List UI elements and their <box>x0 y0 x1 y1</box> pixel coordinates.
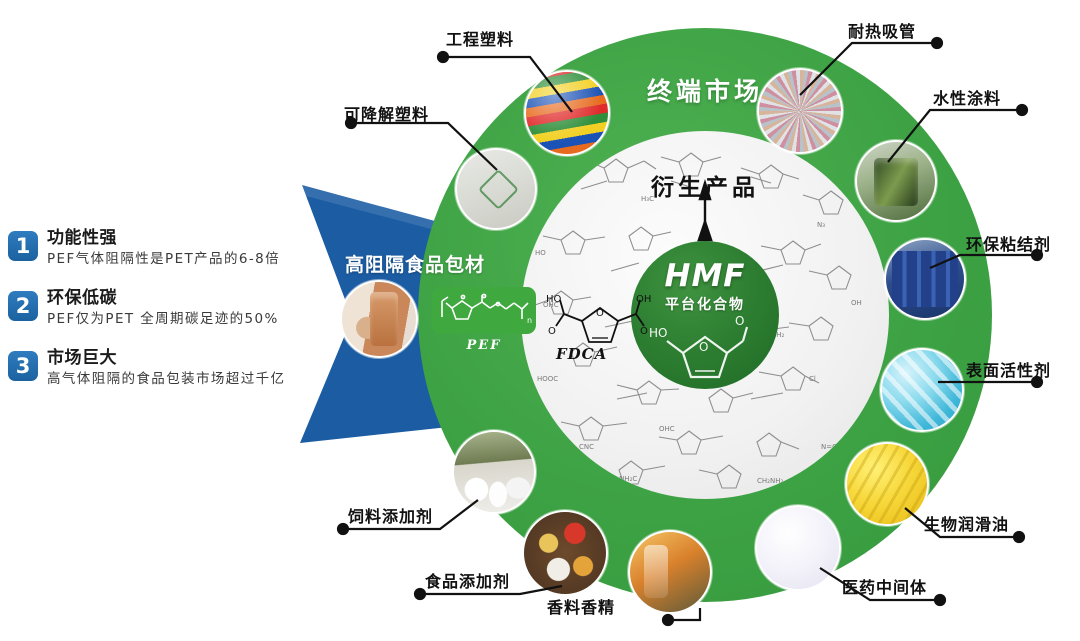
svg-text:O: O <box>640 326 648 337</box>
svg-text:O: O <box>735 314 744 328</box>
food-packaging-photo <box>340 280 418 358</box>
end-market-label: 终端市场 <box>646 77 763 106</box>
svg-text:HO: HO <box>535 249 546 257</box>
feature-item: 1 功能性强 PEF气体阻隔性是PET产品的6-8倍 <box>8 228 328 268</box>
fdca-label: FDCA <box>556 345 608 363</box>
svg-text:CNC: CNC <box>579 443 594 451</box>
bubble-food-additive <box>522 510 608 596</box>
bubble-bio-lubricant <box>845 442 929 526</box>
svg-text:OH: OH <box>851 299 862 307</box>
svg-text:NH₂: NH₂ <box>771 331 785 339</box>
svg-text:N₃: N₃ <box>817 221 825 229</box>
svg-text:Cl: Cl <box>809 375 816 383</box>
svg-text:O: O <box>596 308 604 319</box>
svg-text:HO: HO <box>649 326 667 340</box>
svg-text:n: n <box>527 316 532 325</box>
hmf-core-title: HMF <box>664 258 746 294</box>
bubble-feed-additive <box>452 430 536 514</box>
callout-waterborne-coating: 水性涂料 <box>933 89 1002 108</box>
derivative-products-label: 衍生产品 <box>651 175 759 201</box>
hmf-molecule-structure: HO O O <box>649 314 749 379</box>
feature-desc-1: PEF气体阻隔性是PET产品的6-8倍 <box>47 251 281 267</box>
feature-badge-1: 1 <box>8 231 38 261</box>
bubble-eco-adhesive <box>884 238 966 320</box>
callout-food-additive: 食品添加剂 <box>425 572 511 591</box>
svg-text:HO: HO <box>546 294 562 305</box>
fdca-molecule-structure: HO OH O O O <box>546 294 651 343</box>
svg-text:H₃C: H₃C <box>641 195 654 203</box>
pef-structure-box: n <box>432 287 536 334</box>
bubble-engineering-plastics <box>524 70 610 156</box>
callout-eco-adhesive: 环保粘结剂 <box>966 235 1052 254</box>
bubble-waterborne-coating <box>855 140 937 222</box>
barrier-packaging-title: 高阻隔食品包材 <box>345 254 486 276</box>
pef-polymer-structure: n <box>441 293 532 325</box>
svg-text:OHC: OHC <box>659 425 675 433</box>
feature-list: 1 功能性强 PEF气体阻隔性是PET产品的6-8倍 2 环保低碳 PEF仅为P… <box>8 228 328 408</box>
callout-bio-lubricant: 生物润滑油 <box>924 515 1010 534</box>
callout-heat-resistant-straw: 耐热吸管 <box>848 22 917 41</box>
callout-engineering-plastics: 工程塑料 <box>446 30 515 49</box>
feature-title-2: 环保低碳 <box>47 288 117 308</box>
svg-text:OH: OH <box>636 294 651 305</box>
feature-badge-2: 2 <box>8 291 38 321</box>
bubble-pharma-intermediate <box>755 505 841 591</box>
bubble-heat-resistant-straw <box>757 68 843 154</box>
feature-title-1: 功能性强 <box>47 228 117 248</box>
pef-label: PEF <box>466 338 502 353</box>
feature-title-3: 市场巨大 <box>47 348 117 368</box>
svg-text:O: O <box>699 340 708 354</box>
svg-text:CH₂NH₂: CH₂NH₂ <box>757 477 783 485</box>
bubble-flavor-fragrance <box>628 530 712 614</box>
svg-text:HOOC: HOOC <box>537 375 558 383</box>
callout-degradable-plastics: 可降解塑料 <box>344 105 430 124</box>
feature-item: 2 环保低碳 PEF仅为PET 全周期碳足迹的50% <box>8 288 328 328</box>
svg-text:O: O <box>548 326 556 337</box>
bubble-surfactant <box>880 348 964 432</box>
callout-feed-additive: 饲料添加剂 <box>348 507 434 526</box>
feature-item: 3 市场巨大 高气体阻隔的食品包装市场超过千亿 <box>8 348 328 388</box>
feature-badge-3: 3 <box>8 351 38 381</box>
feature-desc-3: 高气体阻隔的食品包装市场超过千亿 <box>47 371 286 387</box>
bubble-degradable-plastics <box>455 148 537 230</box>
hmf-core-subtitle: 平台化合物 <box>665 297 745 313</box>
svg-text:OHC: OHC <box>543 301 559 309</box>
callout-pharma-intermediate: 医药中间体 <box>842 578 928 597</box>
svg-text:H₂NH₂C: H₂NH₂C <box>611 475 637 483</box>
feature-desc-2: PEF仅为PET 全周期碳足迹的50% <box>47 311 279 327</box>
callout-flavor-fragrance: 香料香精 <box>547 598 616 617</box>
callout-surfactant: 表面活性剂 <box>966 361 1052 380</box>
